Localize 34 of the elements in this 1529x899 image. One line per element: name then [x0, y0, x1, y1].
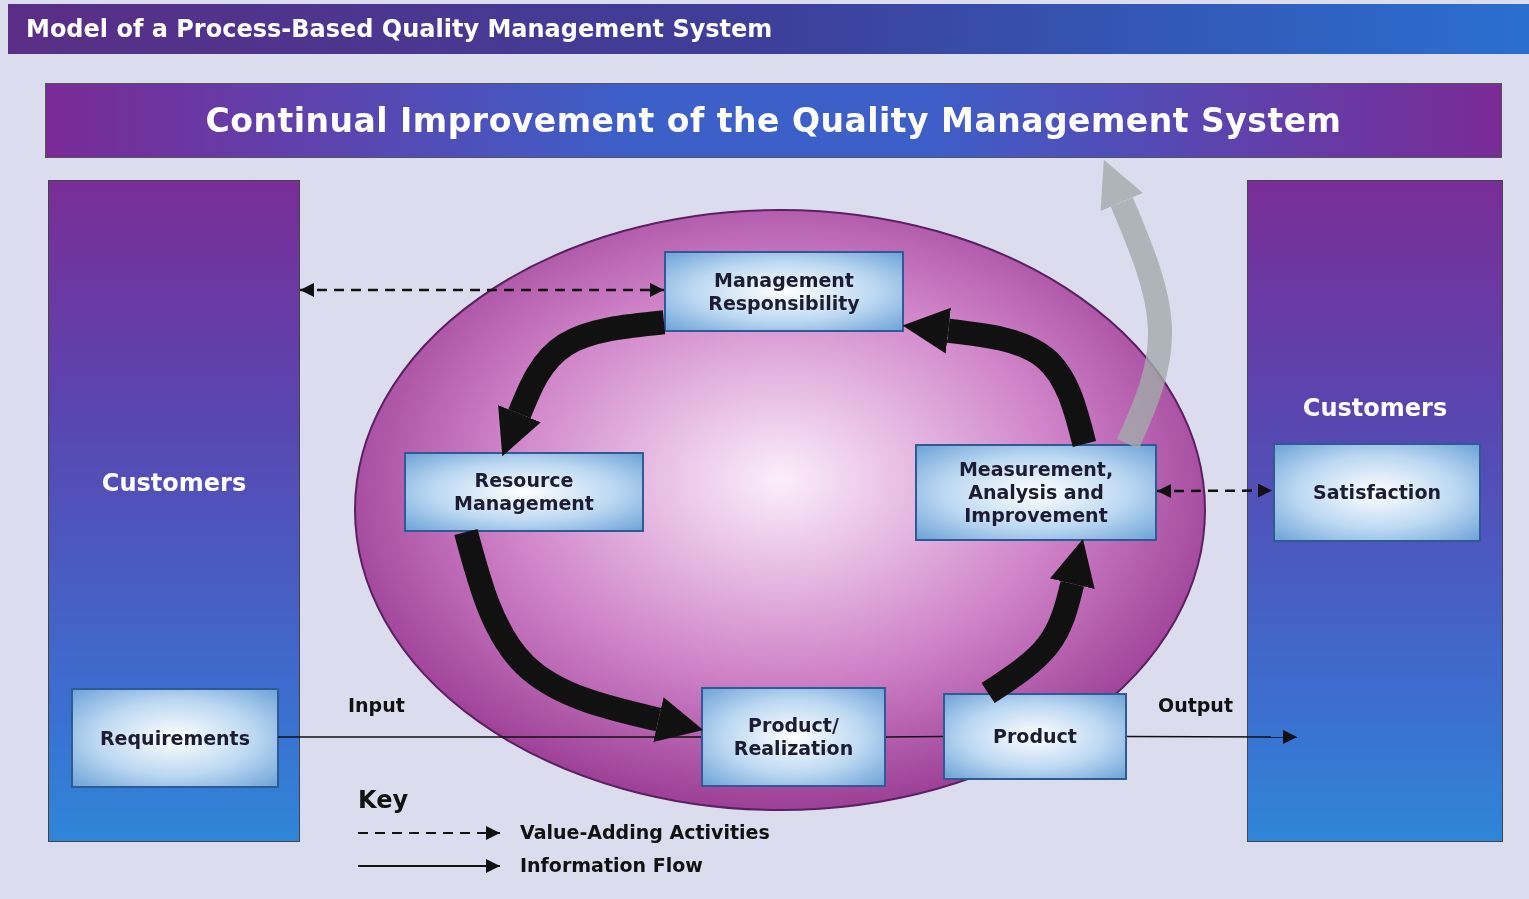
flow-line — [1126, 729, 1298, 744]
banner-text: Continual Improvement of the Quality Management System — [205, 101, 1342, 140]
process-box — [71, 688, 279, 788]
box-label: Management Responsibility — [707, 268, 861, 315]
edge-label: Input — [348, 694, 405, 716]
dashed-arrow — [1157, 483, 1272, 498]
box-label: Product — [992, 725, 1078, 748]
box-label: Satisfaction — [1312, 481, 1442, 504]
edge-label: Output — [1158, 694, 1233, 716]
box-label: Product/ Realization — [732, 714, 855, 760]
curved-arrow — [981, 539, 1095, 704]
dashed-arrow — [300, 282, 664, 297]
flow-line — [885, 735, 944, 738]
key-heading: Key — [358, 786, 409, 814]
curved-arrow — [498, 310, 666, 457]
process-box — [701, 687, 886, 787]
improvement-banner — [45, 83, 1502, 158]
band-heading: Customers — [1301, 394, 1449, 422]
curved-arrow — [902, 307, 1097, 447]
process-box — [1273, 443, 1481, 542]
customer-band — [1247, 180, 1503, 842]
diagram-title: Model of a Process-Based Quality Management System — [26, 15, 773, 43]
legend-text: Information Flow — [520, 854, 703, 876]
box-label: Measurement, Analysis and Improvement — [957, 458, 1115, 527]
process-box — [404, 452, 644, 532]
band-heading: Customers — [100, 469, 248, 497]
flow-line — [277, 736, 702, 738]
legend-text: Value-Adding Activities — [520, 821, 770, 843]
process-box — [664, 251, 904, 332]
process-box — [915, 444, 1157, 541]
customer-band — [48, 180, 300, 842]
box-label: Requirements — [99, 726, 251, 750]
process-box — [943, 693, 1127, 780]
box-label: Resource Management — [453, 469, 595, 515]
